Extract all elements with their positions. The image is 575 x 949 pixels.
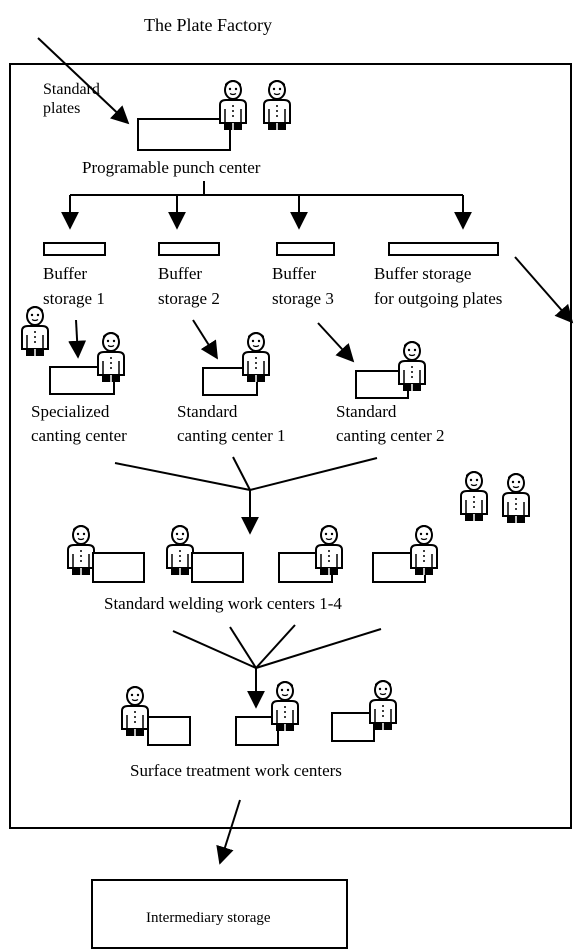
merge-line-left xyxy=(114,462,251,491)
canting-label-1: Standard canting center 1 xyxy=(177,402,286,445)
worker-icon xyxy=(398,340,426,392)
worker-icon xyxy=(21,305,49,357)
merge-line-right xyxy=(249,457,378,491)
input-label-line-1: Standard xyxy=(43,81,100,98)
canting-label-specialized: Specialized canting center xyxy=(31,402,127,445)
buffer-label-1: Buffer storage 1 xyxy=(43,264,105,308)
worker-icon xyxy=(67,524,95,576)
merge-line-center xyxy=(232,456,251,491)
surface-merge-right xyxy=(255,628,382,669)
buffer-storage-1 xyxy=(43,242,106,256)
buffer-label-2: Buffer storage 2 xyxy=(158,264,220,308)
welding-workstation-2 xyxy=(191,552,244,583)
punch-center-label: Programable punch center xyxy=(82,158,261,177)
canting-label-2: Standard canting center 2 xyxy=(336,402,445,445)
worker-icon xyxy=(242,331,270,383)
worker-icon xyxy=(271,680,299,732)
surface-workstation-1 xyxy=(147,716,191,746)
intermediary-storage-box xyxy=(91,879,348,949)
surface-merge-left xyxy=(172,630,257,669)
worker-icon xyxy=(263,79,291,131)
buffer-label-3: Buffer storage 3 xyxy=(272,264,334,308)
welding-workstation-1 xyxy=(92,552,145,583)
exit-arrow xyxy=(216,799,241,865)
intermediary-storage-label: Intermediary storage xyxy=(146,910,271,926)
buffer-storage-3 xyxy=(276,242,335,256)
worker-icon xyxy=(369,679,397,731)
buffer-storage-outgoing xyxy=(388,242,499,256)
canting-arrow-1 xyxy=(192,319,218,360)
worker-icon xyxy=(315,524,343,576)
canting-arrow-specialized xyxy=(68,319,87,359)
outgoing-arrow xyxy=(514,256,574,324)
diagram-title: The Plate Factory xyxy=(144,15,272,35)
worker-icon xyxy=(97,331,125,383)
worker-icon xyxy=(121,685,149,737)
surface-merge-center-right xyxy=(255,624,296,669)
worker-icon xyxy=(166,524,194,576)
worker-icon xyxy=(219,79,247,131)
surface-workstation-3 xyxy=(331,712,375,742)
buffer-storage-2 xyxy=(158,242,220,256)
worker-icon xyxy=(502,472,530,524)
welding-label: Standard welding work centers 1-4 xyxy=(104,594,342,613)
input-arrow xyxy=(37,37,130,125)
worker-icon xyxy=(460,470,488,522)
punch-center-workstation xyxy=(137,118,231,151)
factory-boundary xyxy=(9,63,572,829)
buffer-label-outgoing: Buffer storage for outgoing plates xyxy=(374,264,502,308)
surface-merge-center-left xyxy=(229,626,257,669)
input-label: Standard plates xyxy=(43,81,104,117)
surface-label: Surface treatment work centers xyxy=(130,761,342,780)
input-label-line-2: plates xyxy=(43,100,80,117)
canting-arrow-2 xyxy=(317,322,355,363)
worker-icon xyxy=(410,524,438,576)
